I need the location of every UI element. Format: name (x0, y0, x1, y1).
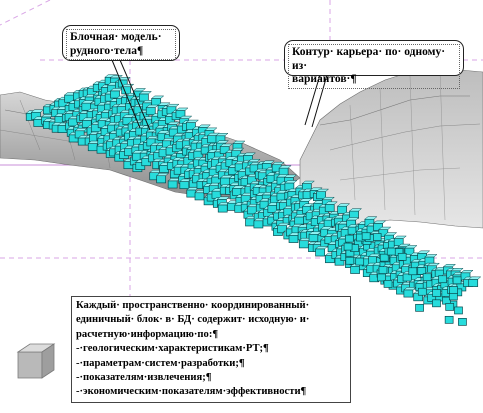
ore-block (336, 203, 351, 214)
info-line: Каждый· пространственно· координированны… (76, 300, 310, 311)
ore-block (343, 242, 353, 251)
ore-block (444, 315, 454, 324)
ore-block (324, 201, 338, 212)
info-line: -·геологическим·характеристикам·РТ;¶ (76, 343, 269, 355)
info-line: -·параметрам·систем·разработки;¶ (76, 357, 245, 369)
ore-block (438, 275, 447, 284)
ore-block (468, 276, 482, 287)
ore-block (383, 280, 393, 288)
ore-block (448, 292, 458, 301)
ore-block (284, 180, 298, 191)
ore-block (379, 253, 389, 262)
ore-block (377, 273, 386, 282)
cube-icon (16, 343, 56, 379)
ore-block (345, 256, 355, 265)
ore-block (314, 246, 329, 257)
ore-block (452, 276, 462, 285)
ore-block (415, 303, 424, 312)
ore-block-model (25, 74, 482, 326)
ore-block (232, 140, 246, 152)
ore-block (145, 104, 159, 116)
ore-block (403, 287, 417, 298)
ore-block (361, 232, 371, 241)
ore-block (167, 178, 181, 189)
callout-pit-contour-line2: вариантов·¶ (292, 73, 357, 86)
ore-block (261, 160, 275, 171)
ore-block (372, 233, 382, 241)
ore-block (81, 117, 95, 128)
ore-block (150, 95, 165, 106)
ore-block (458, 318, 467, 326)
ore-block (404, 245, 418, 256)
ore-block (315, 188, 330, 200)
callout-pit-contour-line1: Контур· карьера· по· одному· из· (292, 46, 446, 72)
ore-block (454, 306, 463, 315)
ore-block (408, 267, 418, 276)
ore-block (424, 254, 438, 265)
info-line: единичный· блок· в· БД· содержит· исходн… (76, 314, 310, 326)
info-line: расчетную·информацию·по:¶ (76, 328, 219, 340)
ore-block (138, 91, 153, 102)
info-line: -·экономическим·показателям·эффективност… (76, 386, 307, 398)
ore-block (422, 273, 432, 282)
ore-block (397, 252, 407, 261)
ore-block (378, 266, 388, 274)
ore-block (432, 289, 441, 297)
ore-block (417, 287, 427, 296)
callout-block-model-line2: рудного·тела¶ (70, 44, 144, 57)
ore-block (155, 172, 170, 184)
ore-block (185, 119, 200, 131)
ore-block (449, 286, 458, 294)
block-info-textbox: Каждый· пространственно· координированны… (71, 296, 351, 403)
ore-block (386, 247, 396, 256)
ore-block (301, 180, 316, 192)
callout-leaders (111, 59, 328, 131)
ore-block (445, 303, 455, 311)
ore-block (417, 267, 427, 275)
info-line: -·показателям·извлечения;¶ (76, 372, 212, 384)
callout-block-model: Блочная· модель· рудного·тела¶ (62, 25, 180, 61)
terrain-right (299, 67, 483, 229)
ore-block (344, 234, 354, 243)
ore-block (432, 299, 441, 308)
callout-pit-contour: Контур· карьера· по· одному· из· вариант… (284, 40, 464, 89)
ore-block (345, 217, 360, 228)
ore-block (355, 257, 365, 266)
callout-block-model-line1: Блочная· модель· (70, 31, 162, 43)
